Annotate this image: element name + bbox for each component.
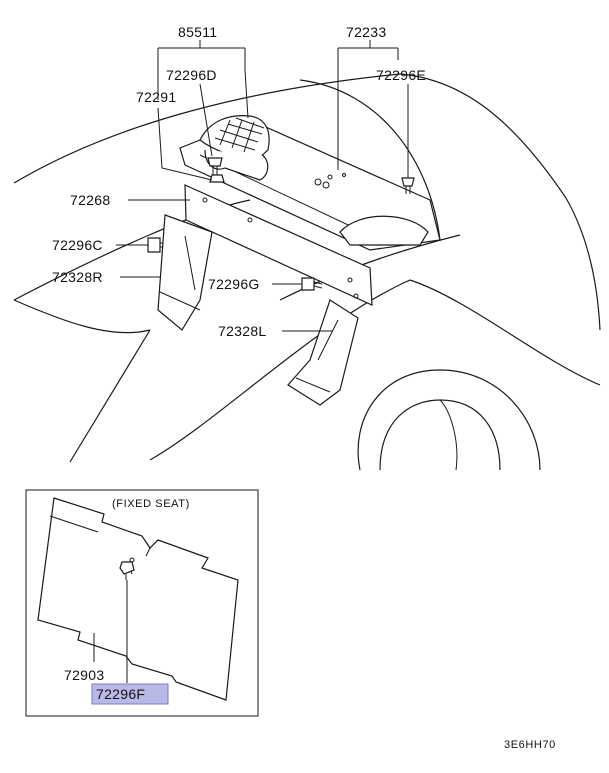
leader-lines: [116, 40, 409, 332]
inset-caption: (FIXED SEAT): [112, 498, 190, 510]
label-72268: 72268: [70, 192, 110, 208]
side-trim-72328R: [157, 214, 213, 331]
clip-72296G: [301, 277, 323, 291]
label-72296E: 72296E: [376, 67, 426, 83]
label-72291: 72291: [136, 89, 176, 105]
highlight-72296F: [91, 683, 169, 705]
part-labels: 85511 72233 72296D 72296E 72291 72268 72…: [52, 24, 426, 339]
side-trim-72328L: [287, 299, 359, 406]
label-72903: 72903: [64, 667, 104, 683]
clip-72296E: [401, 177, 415, 194]
label-72296D: 72296D: [166, 67, 217, 83]
label-85511: 85511: [178, 24, 217, 40]
label-72328R: 72328R: [52, 269, 103, 285]
seat-back-panel-72903: [37, 497, 239, 701]
clip-72296D: [207, 157, 223, 176]
clip-72296C: [147, 237, 168, 253]
bracket-72268: [184, 184, 373, 306]
label-72328L: 72328L: [218, 323, 267, 339]
label-72296F: 72296F: [96, 686, 145, 702]
clip-72291: [209, 174, 225, 183]
inset-fixed-seat: (FIXED SEAT) 72903 72296F: [25, 489, 259, 717]
label-72296G: 72296G: [208, 276, 260, 292]
clip-72296F: [119, 561, 135, 580]
figure-code: 3E6HH70: [504, 739, 556, 751]
label-72296C: 72296C: [52, 237, 103, 253]
label-72233: 72233: [346, 24, 386, 40]
